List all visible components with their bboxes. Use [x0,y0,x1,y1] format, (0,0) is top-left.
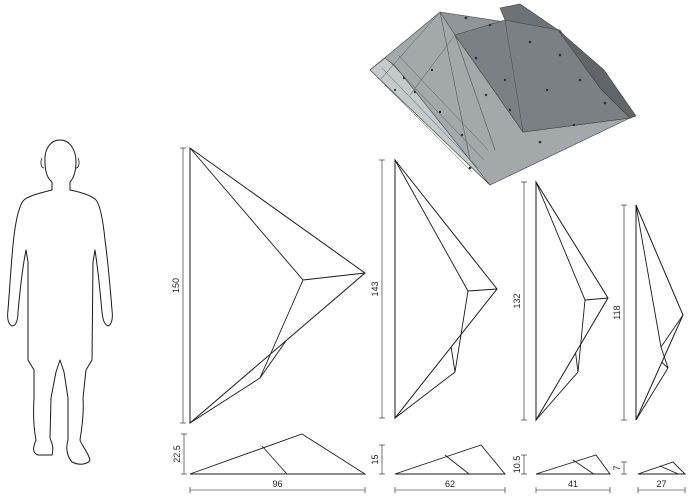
volume-front-outline [394,158,498,420]
volume-side-facet [659,465,679,475]
climbing-volume-render-icon [369,3,637,186]
volume-facet-edge [661,361,669,369]
volume-side-outline [394,444,506,475]
volume-inner-facet [394,159,469,419]
volume-facet-edge [302,272,366,281]
human-silhouette-icon [7,139,113,465]
volume-3: 132 10.5 41 [512,180,611,493]
volume-1: 150 22.5 96 [171,147,367,493]
volume-front-outline [635,204,684,421]
volume-inner-facet [535,181,586,421]
volume-front-outline [535,180,609,422]
volume-front-outline [189,147,366,425]
volume-facet-edge [660,314,684,348]
volume-side-outline [189,433,367,475]
width-label: 41 [568,479,578,489]
volume-inner-facet [635,204,669,421]
volume-4: 118 7 27 [612,204,687,493]
depth-label: 7 [612,465,622,470]
height-label: 118 [612,305,622,319]
volume-facet-edge [450,346,456,373]
volume-facet-edge [467,288,498,292]
volume-facet-edge [575,352,579,373]
volume-side-outline [637,461,687,475]
width-label: 96 [272,479,282,489]
depth-label: 22.5 [172,445,182,463]
width-label: 27 [656,479,666,489]
volume-facet-edge [584,297,609,301]
depth-label: 10.5 [512,456,522,474]
volume-side-facet [444,454,470,475]
volume-inner-facet [189,147,304,424]
volume-2: 143 15 62 [370,158,506,493]
volume-side-outline [535,454,611,475]
height-label: 143 [370,281,380,296]
width-label: 62 [445,479,455,489]
volume-views: 150 22.5 96 143 15 62 132 10.5 41 118 7 27 [171,147,687,493]
height-label: 150 [171,278,181,293]
volume-facet-edge [259,340,287,379]
volume-side-facet [572,459,594,475]
depth-label: 15 [370,454,380,464]
volume-side-facet [261,445,288,475]
height-label: 132 [512,293,522,308]
